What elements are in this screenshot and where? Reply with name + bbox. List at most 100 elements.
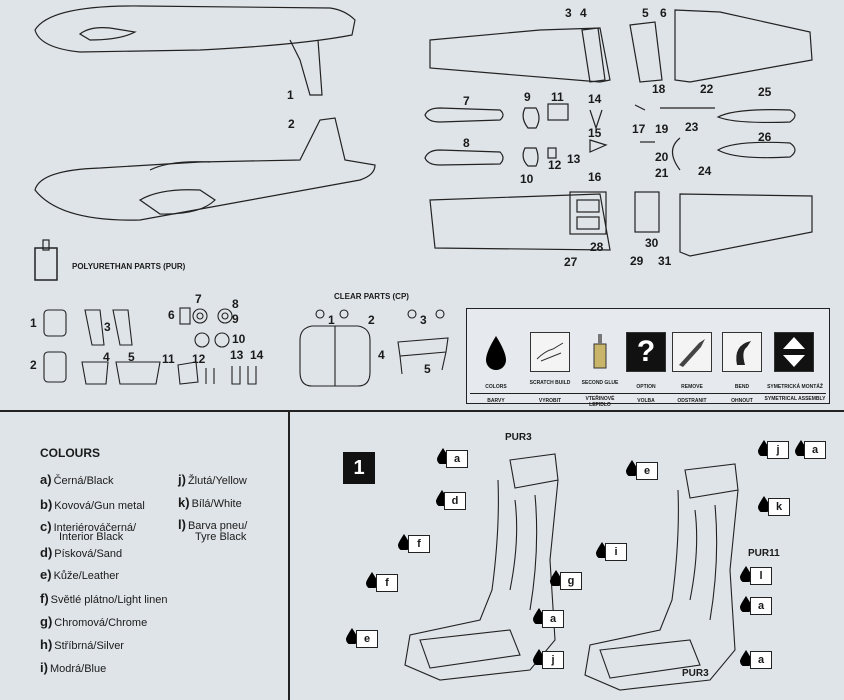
paint-drop-icon	[740, 596, 752, 612]
part-number: 14	[250, 348, 264, 362]
part-number: 9	[232, 312, 239, 326]
part-number: 1	[328, 313, 335, 327]
legend-label-en: COLORS	[485, 384, 507, 390]
colour-item: f)Světlé plátno/Light linen	[40, 591, 167, 606]
part-number: 5	[128, 350, 135, 364]
column-divider	[288, 410, 290, 700]
part-number: 20	[655, 150, 669, 164]
colour-name: Tyre Black	[195, 531, 247, 543]
part-number: 27	[564, 255, 578, 269]
callout-letter: i	[605, 543, 627, 561]
part-number: 18	[652, 82, 666, 96]
colour-item: c)Interiérováčerná/	[40, 519, 136, 534]
legend-label-cz: BARVY	[487, 398, 505, 404]
section-divider	[0, 410, 844, 412]
aircraft-parts-drawing	[34, 5, 813, 281]
bend-icon	[722, 332, 762, 372]
paint-drop-icon	[626, 460, 638, 476]
paint-drop-icon	[740, 566, 752, 582]
part-number: 25	[758, 85, 772, 99]
callout-letter: a	[804, 441, 826, 459]
colour-key: f)	[40, 591, 49, 606]
legend-divider	[470, 393, 826, 394]
callout-letter: a	[750, 651, 772, 669]
part-number: 1	[287, 88, 294, 102]
part-number: 8	[232, 297, 239, 311]
colour-item: i)Modrá/Blue	[40, 660, 106, 675]
colour-item: j)Žlutá/Yellow	[178, 472, 247, 487]
pur-and-clear-parts-drawing	[43, 307, 449, 387]
part-number: 22	[700, 82, 714, 96]
paint-drop-icon	[758, 496, 770, 512]
callout-letter: d	[444, 492, 466, 510]
colour-name: Interiérováčerná/	[53, 522, 137, 534]
part-number: 9	[524, 90, 531, 104]
legend-label-cz: VTEŘINOVÉ LEPIDLO	[585, 396, 615, 408]
colour-key: g)	[40, 614, 53, 629]
glue-icon	[580, 332, 620, 372]
part-number: 13	[230, 348, 244, 362]
colour-key: i)	[40, 660, 48, 675]
pur-label: PUR11	[748, 548, 780, 559]
part-number: 30	[645, 236, 659, 250]
pur-parts-title: POLYURETHAN PARTS (PUR)	[72, 262, 186, 271]
colour-key: l)	[178, 517, 186, 532]
part-number: 5	[424, 362, 431, 376]
part-number: 4	[103, 350, 110, 364]
callout-letter: k	[768, 498, 790, 516]
colour-item-continued: Interior Black	[59, 531, 123, 543]
colour-item: h)Stříbrná/Silver	[40, 637, 124, 652]
part-number: 23	[685, 120, 699, 134]
colour-name: Černá/Black	[53, 475, 114, 487]
part-number: 11	[551, 90, 564, 104]
legend-label-cz: VYROBIT	[538, 398, 562, 404]
paint-drop-icon	[398, 534, 410, 550]
legend-box	[466, 308, 830, 404]
legend-label-en: BEND	[734, 384, 750, 390]
part-number: 8	[463, 136, 470, 150]
paint-drop-icon	[366, 572, 378, 588]
part-number: 24	[698, 164, 712, 178]
colour-item: l)Barva pneu/	[178, 517, 247, 532]
legend-label-en: SECOND GLUE	[581, 380, 619, 386]
part-number: 7	[195, 292, 202, 306]
part-number: 5	[642, 6, 649, 20]
callout-letter: a	[542, 610, 564, 628]
colour-name: Písková/Sand	[54, 548, 123, 560]
colour-key: b)	[40, 497, 53, 512]
callout-letter: l	[750, 567, 772, 585]
part-number: 3	[420, 313, 427, 327]
part-number: 16	[588, 170, 602, 184]
colour-name: Kůže/Leather	[53, 570, 119, 582]
question-icon: ?	[626, 332, 666, 372]
callout-letter: e	[356, 630, 378, 648]
colour-name: Interior Black	[59, 531, 124, 543]
part-number: 12	[548, 158, 562, 172]
part-number: 6	[660, 6, 667, 20]
colour-name: Světlé plátno/Light linen	[50, 594, 168, 606]
colour-item: a)Černá/Black	[40, 472, 113, 487]
part-number: 2	[368, 313, 375, 327]
part-number: 3	[565, 6, 572, 20]
colour-key: a)	[40, 472, 52, 487]
paint-drop-icon	[550, 570, 562, 586]
colour-name: Stříbrná/Silver	[54, 640, 124, 652]
pur-label: PUR3	[682, 668, 709, 679]
legend-label-en: SYMETRICKÁ MONTÁŽ	[767, 384, 823, 390]
colour-item: b)Kovová/Gun metal	[40, 497, 145, 512]
colour-name: Modrá/Blue	[49, 663, 107, 675]
legend-label-cz: SYMETRICAL ASSEMBLY	[764, 396, 826, 402]
part-number: 28	[590, 240, 604, 254]
colour-name: Barva pneu/	[187, 520, 248, 532]
part-number: 19	[655, 122, 669, 136]
callout-letter: j	[767, 441, 789, 459]
colour-key: h)	[40, 637, 53, 652]
legend-label-cz: VOLBA	[637, 398, 655, 404]
legend-label-cz: ODSTRANIT	[677, 398, 707, 404]
part-number: 2	[30, 358, 37, 372]
colour-name: Kovová/Gun metal	[54, 500, 145, 512]
clear-parts-title: CLEAR PARTS (CP)	[334, 292, 409, 301]
part-number: 4	[378, 348, 385, 362]
part-number: 14	[588, 92, 602, 106]
part-number: 26	[758, 130, 772, 144]
